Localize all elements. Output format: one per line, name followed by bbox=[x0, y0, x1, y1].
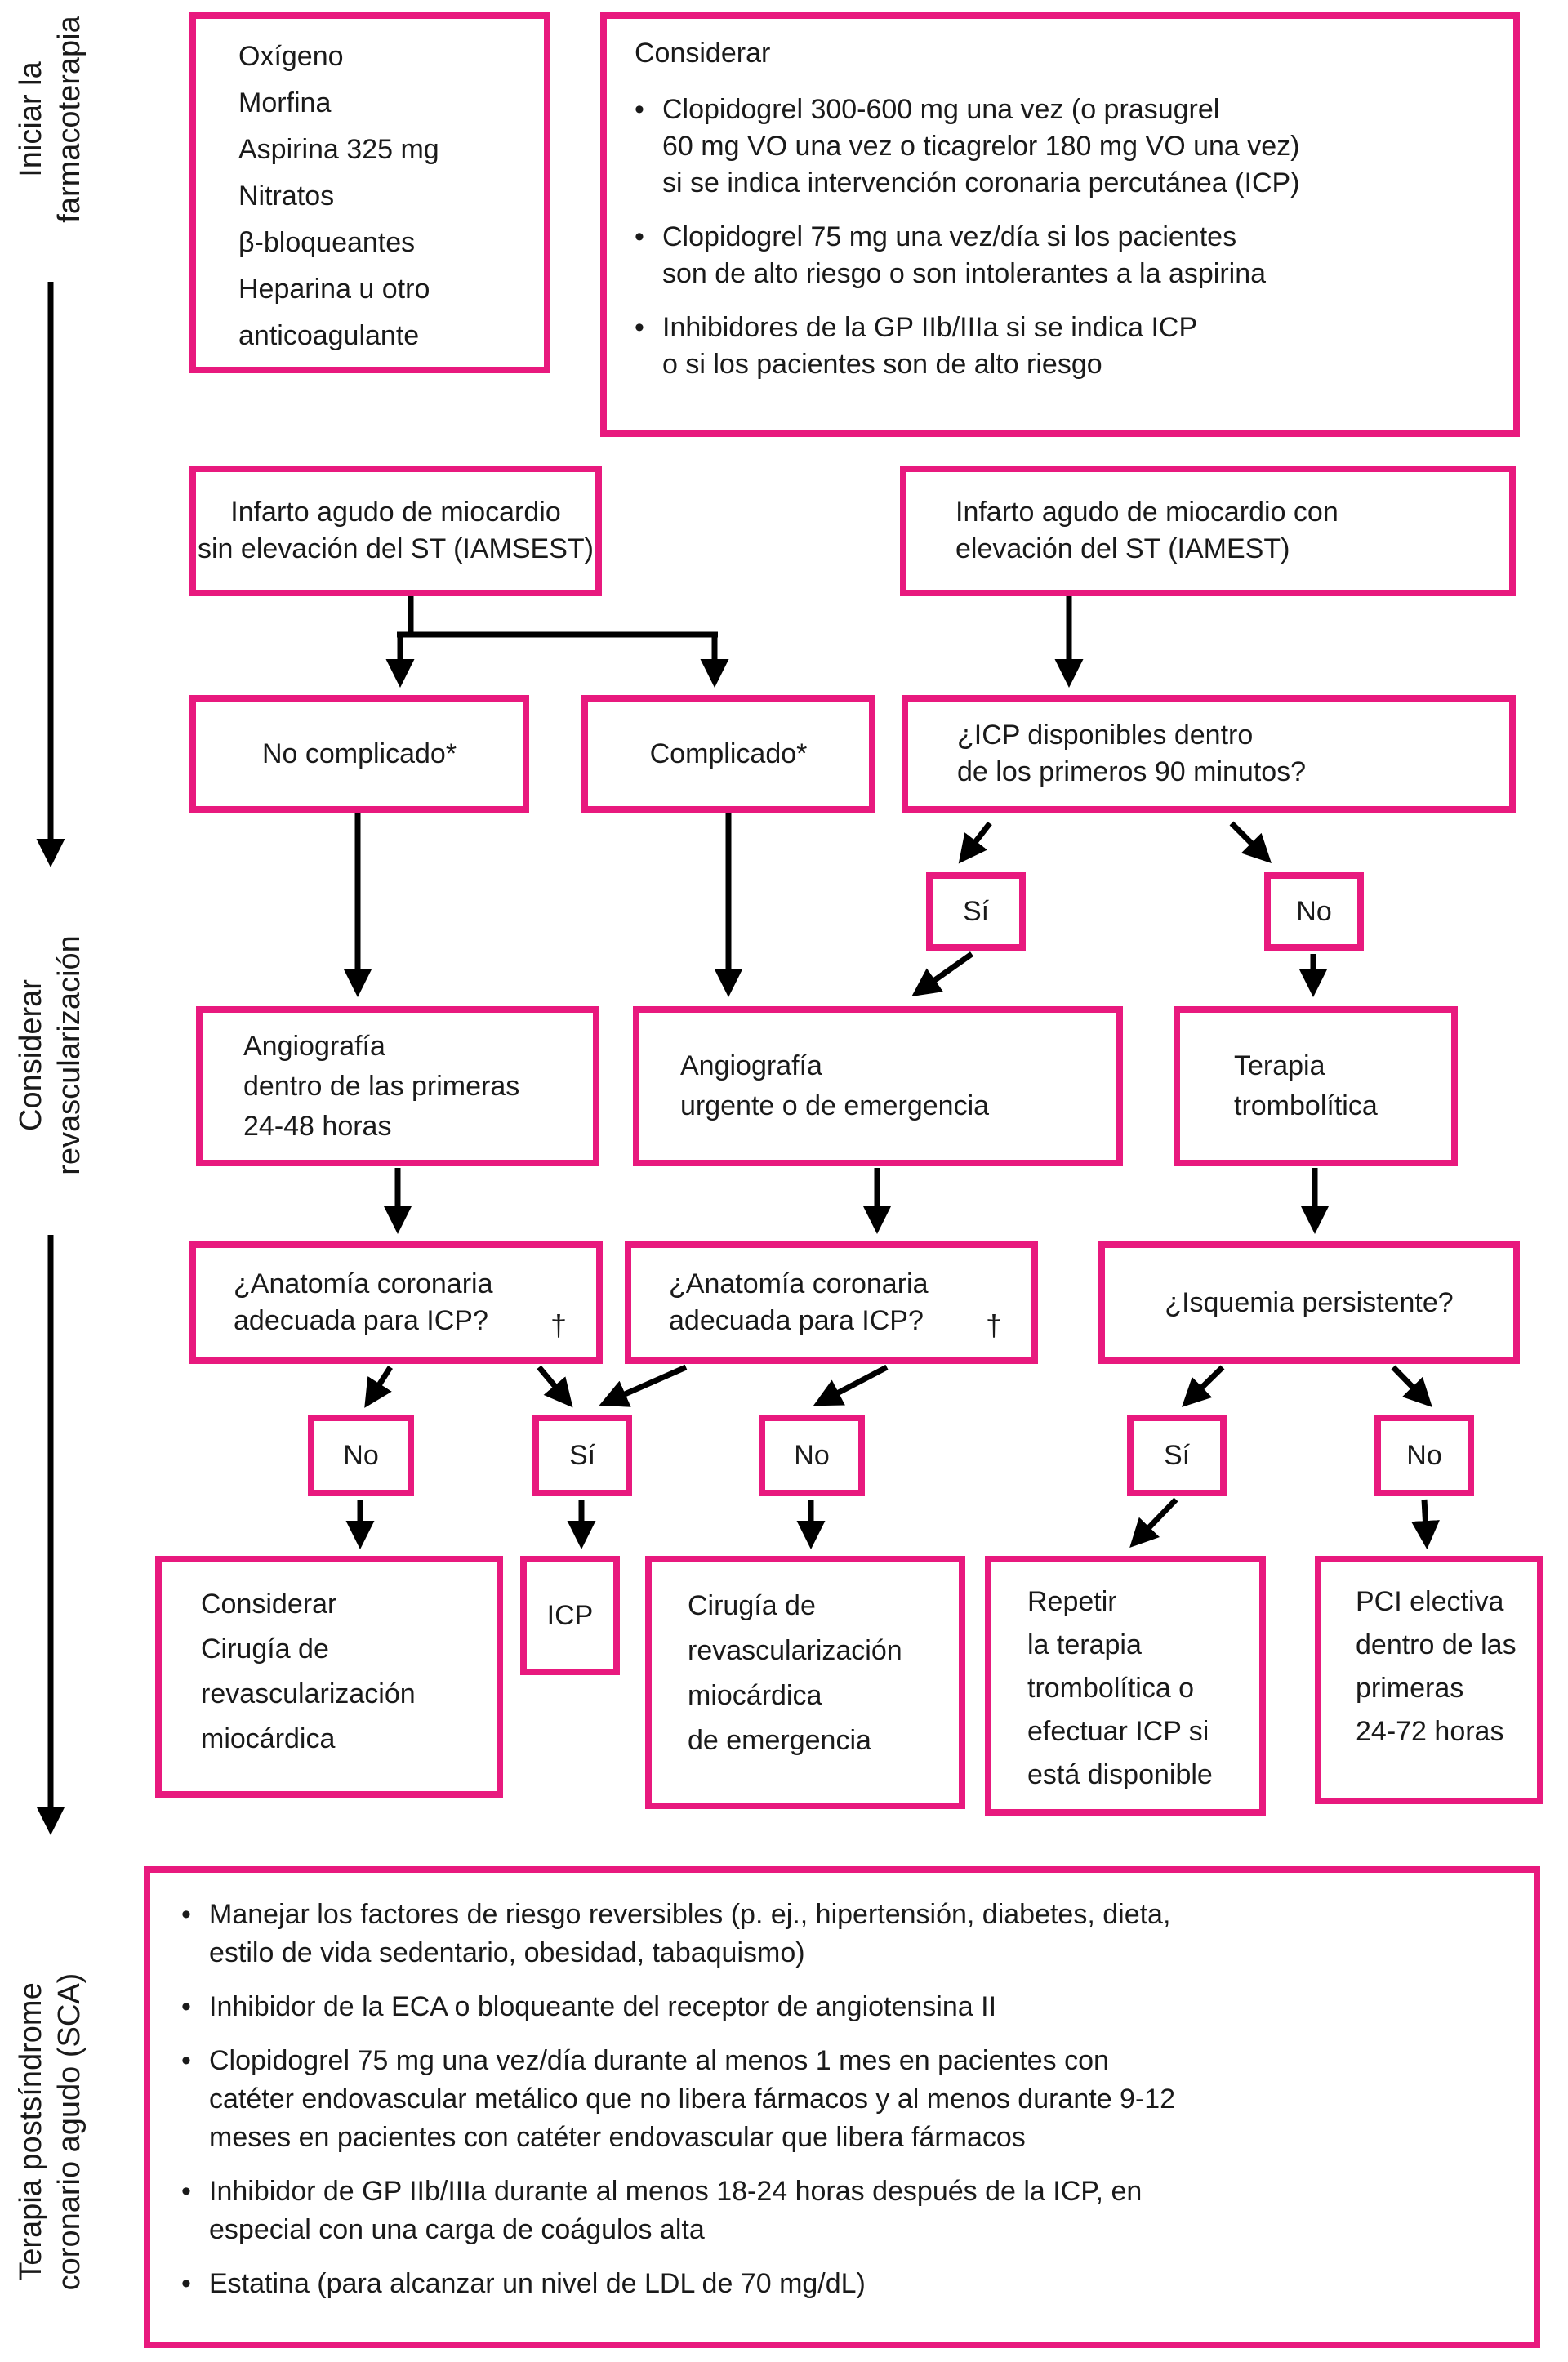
consider-bullet-2-text: Clopidogrel 75 mg una vez/día si los pac… bbox=[662, 221, 1267, 289]
bullet-icon: • bbox=[181, 2176, 191, 2207]
node-complicado: Complicado* bbox=[581, 695, 875, 813]
post-acs-bullet-3: • Clopidogrel 75 mg una vez/día durante … bbox=[181, 2042, 1517, 2157]
node-si-isquemia: Sí bbox=[1127, 1415, 1227, 1496]
repetir-text: Repetir la terapia trombolítica o efectu… bbox=[1027, 1586, 1213, 1790]
node-isquemia-persistente: ¿Isquemia persistente? bbox=[1098, 1241, 1520, 1364]
angio-24-48-text: Angiografía dentro de las primeras 24-48… bbox=[243, 1030, 520, 1142]
bullet-icon: • bbox=[635, 221, 644, 252]
consider-bullet-3-text: Inhibidores de la GP IIb/IIIa si se indi… bbox=[662, 312, 1198, 380]
node-no-anatomia-1: No bbox=[308, 1415, 414, 1496]
consider-bullet-2: • Clopidogrel 75 mg una vez/día si los p… bbox=[635, 219, 1500, 292]
icp-90-text: ¿ICP disponibles dentro de los primeros … bbox=[957, 720, 1307, 787]
dagger-icon: † bbox=[985, 1308, 1002, 1342]
node-icp-within-90-minutes: ¿ICP disponibles dentro de los primeros … bbox=[902, 695, 1516, 813]
node-repetir-trombolitica: Repetir la terapia trombolítica o efectu… bbox=[985, 1556, 1266, 1816]
post-acs-bullet-5-text: Estatina (para alcanzar un nivel de LDL … bbox=[209, 2268, 866, 2299]
si-label: Sí bbox=[1163, 1439, 1191, 1471]
bullet-icon: • bbox=[181, 1991, 191, 2022]
anatomia-1-text: ¿Anatomía coronaria adecuada para ICP? bbox=[234, 1268, 493, 1336]
initial-drug-therapy-text: Oxígeno Morfina Aspirina 325 mg Nitratos… bbox=[238, 41, 439, 351]
node-no-anatomia-2: No bbox=[759, 1415, 865, 1496]
bullet-icon: • bbox=[635, 312, 644, 343]
no-label: No bbox=[794, 1439, 830, 1471]
no-label: No bbox=[1406, 1439, 1442, 1471]
connector-isquemia-to-si bbox=[1181, 1365, 1225, 1407]
post-acs-bullet-5: • Estatina (para alcanzar un nivel de LD… bbox=[181, 2265, 1517, 2303]
pci-electiva-text: PCI electiva dentro de las primeras 24-7… bbox=[1356, 1586, 1517, 1747]
no-label: No bbox=[343, 1439, 379, 1471]
iamest-text: Infarto agudo de miocardio con elevación… bbox=[956, 497, 1339, 564]
connector-anatomia2-to-si bbox=[599, 1364, 688, 1407]
isquemia-text: ¿Isquemia persistente? bbox=[1165, 1286, 1454, 1318]
connector-icp90-to-no bbox=[1229, 821, 1272, 863]
no-label: No bbox=[1296, 895, 1332, 927]
si-label: Sí bbox=[568, 1439, 596, 1471]
node-angiografia-24-48: Angiografía dentro de las primeras 24-48… bbox=[196, 1006, 599, 1166]
node-terapia-trombolitica: Terapia trombolítica bbox=[1174, 1006, 1458, 1166]
bullet-icon: • bbox=[635, 94, 644, 125]
icp-label: ICP bbox=[546, 1599, 594, 1631]
considerar-cirugia-text: Considerar Cirugía de revascularización … bbox=[201, 1589, 416, 1754]
node-anatomia-coronaria-1: ¿Anatomía coronaria adecuada para ICP? † bbox=[189, 1241, 603, 1364]
node-iamest: Infarto agudo de miocardio con elevación… bbox=[900, 466, 1516, 596]
post-acs-bullet-1-text: Manejar los factores de riesgo reversibl… bbox=[209, 1899, 1171, 1968]
anatomia-2-text: ¿Anatomía coronaria adecuada para ICP? bbox=[669, 1268, 929, 1336]
bullet-icon: • bbox=[181, 1899, 191, 1930]
post-acs-bullet-4-text: Inhibidor de GP IIb/IIIa durante al meno… bbox=[209, 2176, 1143, 2245]
node-pci-electiva: PCI electiva dentro de las primeras 24-7… bbox=[1315, 1556, 1544, 1804]
node-consider-antiplatelets: Considerar • Clopidogrel 300-600 mg una … bbox=[600, 12, 1520, 437]
connector-anatomia1-to-si bbox=[537, 1365, 573, 1408]
connector-no-to-pci-electiva bbox=[1410, 1499, 1440, 1549]
bullet-icon: • bbox=[181, 2268, 191, 2299]
consider-title: Considerar bbox=[635, 38, 771, 69]
post-acs-bullet-4: • Inhibidor de GP IIb/IIIa durante al me… bbox=[181, 2173, 1517, 2249]
node-no-complicado: No complicado* bbox=[189, 695, 529, 813]
post-acs-bullet-1: • Manejar los factores de riesgo reversi… bbox=[181, 1896, 1517, 1972]
consider-bullet-3: • Inhibidores de la GP IIb/IIIa si se in… bbox=[635, 310, 1500, 383]
si-label: Sí bbox=[962, 895, 990, 927]
node-post-sca-therapy: • Manejar los factores de riesgo reversi… bbox=[144, 1866, 1540, 2348]
consider-bullet-1-text: Clopidogrel 300-600 mg una vez (o prasug… bbox=[662, 94, 1300, 198]
connector-si-to-repetir bbox=[1129, 1497, 1178, 1549]
side-label-considerar-revascularizacion: Considerar revascularización bbox=[14, 935, 87, 1175]
connector-icp90-to-si bbox=[958, 821, 992, 864]
node-angiografia-urgente: Angiografía urgente o de emergencia bbox=[633, 1006, 1123, 1166]
dagger-icon: † bbox=[550, 1308, 567, 1342]
consider-bullet-1: • Clopidogrel 300-600 mg una vez (o pras… bbox=[635, 91, 1500, 202]
node-si-icp-available: Sí bbox=[926, 872, 1026, 951]
connector-anatomia2-to-no bbox=[813, 1364, 889, 1406]
complicado-text: Complicado* bbox=[649, 738, 808, 769]
no-complicado-text: No complicado* bbox=[261, 738, 457, 769]
cirugia-emergencia-text: Cirugía de revascularización miocárdica … bbox=[688, 1590, 902, 1756]
node-cirugia-emergencia: Cirugía de revascularización miocárdica … bbox=[645, 1556, 965, 1809]
node-no-icp-available: No bbox=[1264, 872, 1364, 951]
side-label-iniciar-farmacoterapia: Iniciar la farmacoterapia bbox=[14, 16, 87, 223]
node-no-isquemia: No bbox=[1374, 1415, 1474, 1496]
iamsest-text: Infarto agudo de miocardio sin elevación… bbox=[198, 497, 594, 564]
post-acs-bullet-2-text: Inhibidor de la ECA o bloqueante del rec… bbox=[209, 1991, 997, 2022]
node-considerar-cirugia: Considerar Cirugía de revascularización … bbox=[155, 1556, 503, 1798]
post-acs-bullet-2: • Inhibidor de la ECA o bloqueante del r… bbox=[181, 1988, 1517, 2026]
trombolitica-text: Terapia trombolítica bbox=[1234, 1050, 1378, 1121]
post-acs-bullet-3-text: Clopidogrel 75 mg una vez/día durante al… bbox=[209, 2045, 1176, 2153]
connector-isquemia-to-no bbox=[1391, 1365, 1432, 1408]
bullet-icon: • bbox=[181, 2045, 191, 2076]
connector-si-to-angiourgente bbox=[911, 951, 974, 997]
node-anatomia-coronaria-2: ¿Anatomía coronaria adecuada para ICP? † bbox=[625, 1241, 1038, 1364]
node-initial-drug-therapy: Oxígeno Morfina Aspirina 325 mg Nitratos… bbox=[189, 12, 550, 373]
node-si-anatomia: Sí bbox=[532, 1415, 632, 1496]
node-icp: ICP bbox=[520, 1556, 620, 1675]
node-iamsest: Infarto agudo de miocardio sin elevación… bbox=[189, 466, 602, 596]
angio-urgente-text: Angiografía urgente o de emergencia bbox=[680, 1050, 990, 1121]
side-label-terapia-post-sca: Terapia postsíndrome coronario agudo (SC… bbox=[14, 1972, 87, 2291]
connector-anatomia1-to-no bbox=[364, 1366, 393, 1408]
